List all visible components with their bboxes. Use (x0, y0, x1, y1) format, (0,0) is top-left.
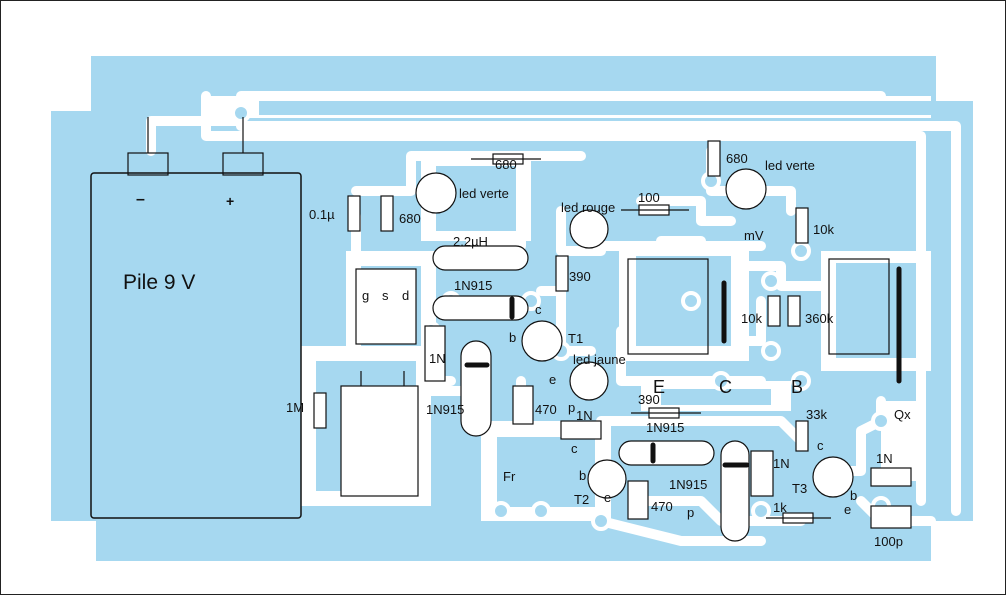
label-led-jaune: led jaune (573, 352, 626, 367)
label-qx: Qx (894, 407, 911, 422)
label-1n915-a: 1N915 (454, 278, 492, 293)
label-1n-c: 1N (773, 456, 790, 471)
label-t3: T3 (792, 481, 807, 496)
label-l-22: 2.2µH (453, 234, 488, 249)
label-r-360k: 360k (805, 311, 834, 326)
label-d: d (402, 288, 409, 303)
label-c-470-a: 470 (535, 402, 557, 417)
bars (464, 266, 902, 468)
label-fr: Fr (503, 469, 516, 484)
label-g: g (362, 288, 369, 303)
label-b-c: b (850, 488, 857, 503)
components (313, 140, 912, 542)
label-b-a: b (509, 330, 516, 345)
label-r-390-a: 390 (569, 269, 591, 284)
battery-plus: + (226, 193, 234, 209)
label-p-a: p (568, 400, 575, 415)
label-big-c: C (719, 377, 732, 397)
label-r-10k-top: 10k (813, 222, 834, 237)
label-big-e: E (653, 377, 665, 397)
label-r-390-b: 390 (638, 392, 660, 407)
label-r-100: 100 (638, 190, 660, 205)
label-r-33k: 33k (806, 407, 827, 422)
label-t1: T1 (568, 331, 583, 346)
label-big-b: B (791, 377, 803, 397)
label-r-10k-mid: 10k (741, 311, 762, 326)
battery-title: Pile 9 V (123, 271, 195, 294)
label-1n915-b: 1N915 (426, 402, 464, 417)
label-c-c: c (817, 438, 824, 453)
battery-minus: – (136, 191, 145, 208)
label-t2: T2 (574, 492, 589, 507)
label-led-rouge: led rouge (561, 200, 615, 215)
label-r-680-top: 680 (495, 157, 517, 172)
label-b-b: b (579, 468, 586, 483)
label-1n-d: 1N (876, 451, 893, 466)
label-c-01: 0.1µ (309, 207, 335, 222)
label-e-a: e (549, 372, 556, 387)
label-c-100p: 100p (874, 534, 903, 549)
label-r-1m: 1M (286, 400, 304, 415)
label-c-a: c (535, 302, 542, 317)
label-p-b: p (687, 505, 694, 520)
label-led-verte-2: led verte (765, 158, 815, 173)
label-led-verte-1: led verte (459, 186, 509, 201)
label-c-b: c (571, 441, 578, 456)
label-mv: mV (744, 228, 764, 243)
label-1n915-c: 1N915 (646, 420, 684, 435)
label-1n-a: 1N (429, 351, 446, 366)
label-c-470-b: 470 (651, 499, 673, 514)
label-1n915-d: 1N915 (669, 477, 707, 492)
label-r-680-a: 680 (399, 211, 421, 226)
label-r-1k: 1k (773, 500, 787, 515)
label-s: s (382, 288, 389, 303)
label-e-b: e (604, 490, 611, 505)
label-e-c: e (844, 502, 851, 517)
battery (90, 117, 302, 519)
label-r-680-right: 680 (726, 151, 748, 166)
label-1n-b: 1N (576, 408, 593, 423)
